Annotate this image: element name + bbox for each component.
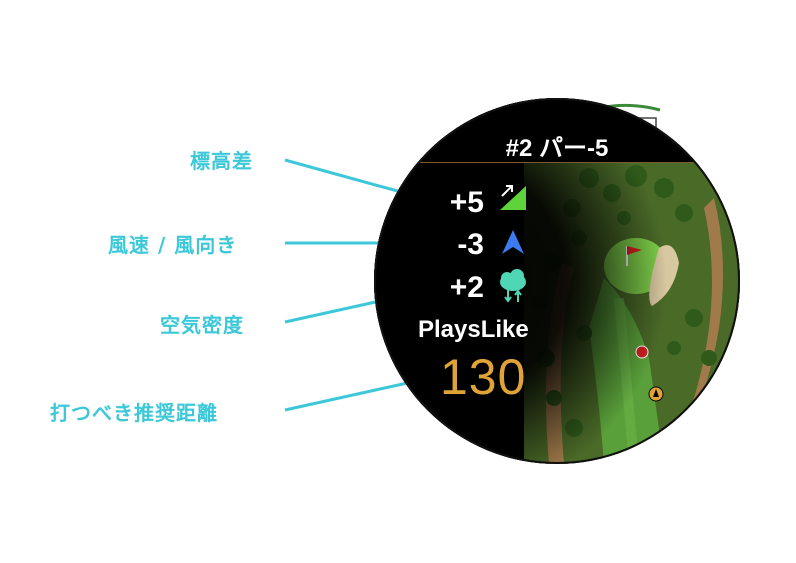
wind-callout: 風速 / 風向き: [108, 233, 238, 257]
air-density-callout: 空気密度: [160, 313, 244, 337]
plays-like-callout: 打つべき推奨距離: [50, 401, 218, 425]
air-density-value: +2: [449, 271, 484, 304]
air-density-cloud-icon: [500, 269, 526, 303]
elevation-value: +5: [449, 186, 484, 219]
plays-like-label: PlaysLike: [418, 316, 529, 343]
hole-header: #2 パー-5: [374, 98, 740, 163]
watch-face: #2 パー-5 +5 -3 +2 PlaysLike 130: [374, 98, 740, 464]
hole-title: #2 パー-5: [505, 135, 609, 162]
elevation-callout: 標高差: [190, 149, 253, 173]
plays-like-value: 130: [440, 349, 527, 405]
elevation-slope-icon: [500, 185, 526, 210]
wind-value: -3: [457, 228, 484, 261]
wind-direction-arrow-icon: [502, 230, 524, 254]
